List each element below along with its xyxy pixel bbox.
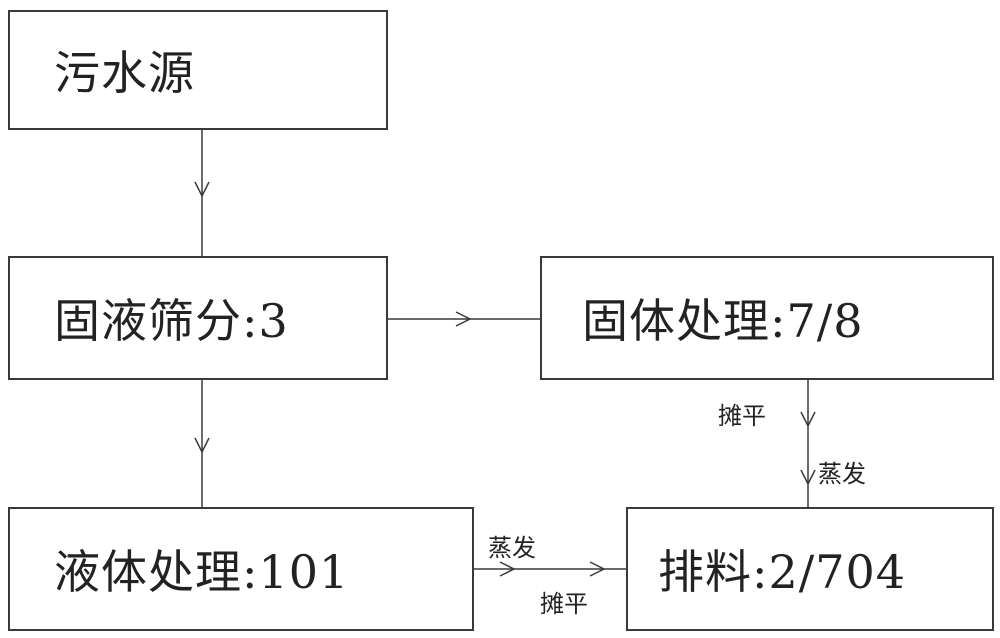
node-discharge: 排料:2/704 [626,507,994,631]
node-solid-treatment: 固体处理:7/8 [540,256,994,380]
arrowhead-liquid-to-discharge-2 [589,561,606,577]
edge-label-solid-evaporate: 蒸发 [818,460,866,488]
arrowhead-source-to-screening [194,181,210,198]
edge-label-liquid-evaporate: 蒸发 [488,534,536,562]
node-solid-liquid-screening-label: 固液筛分:3 [54,294,289,348]
node-sewage-source-label: 污水源 [54,46,195,100]
arrowhead-screening-to-solid [455,311,472,327]
edge-label-solid-spread: 摊平 [718,402,766,430]
arrowhead-solid-to-discharge-1 [800,411,816,428]
arrowhead-screening-to-liquid [194,437,210,454]
node-liquid-treatment: 液体处理:101 [8,507,474,631]
node-liquid-treatment-label: 液体处理:101 [54,545,350,599]
node-solid-liquid-screening: 固液筛分:3 [8,256,388,380]
node-solid-treatment-label: 固体处理:7/8 [582,294,864,348]
arrowhead-liquid-to-discharge-1 [499,561,516,577]
edge-label-liquid-spread: 摊平 [540,590,588,618]
node-discharge-label: 排料:2/704 [658,545,907,599]
arrowhead-solid-to-discharge-2 [800,469,816,486]
node-sewage-source: 污水源 [8,10,388,130]
